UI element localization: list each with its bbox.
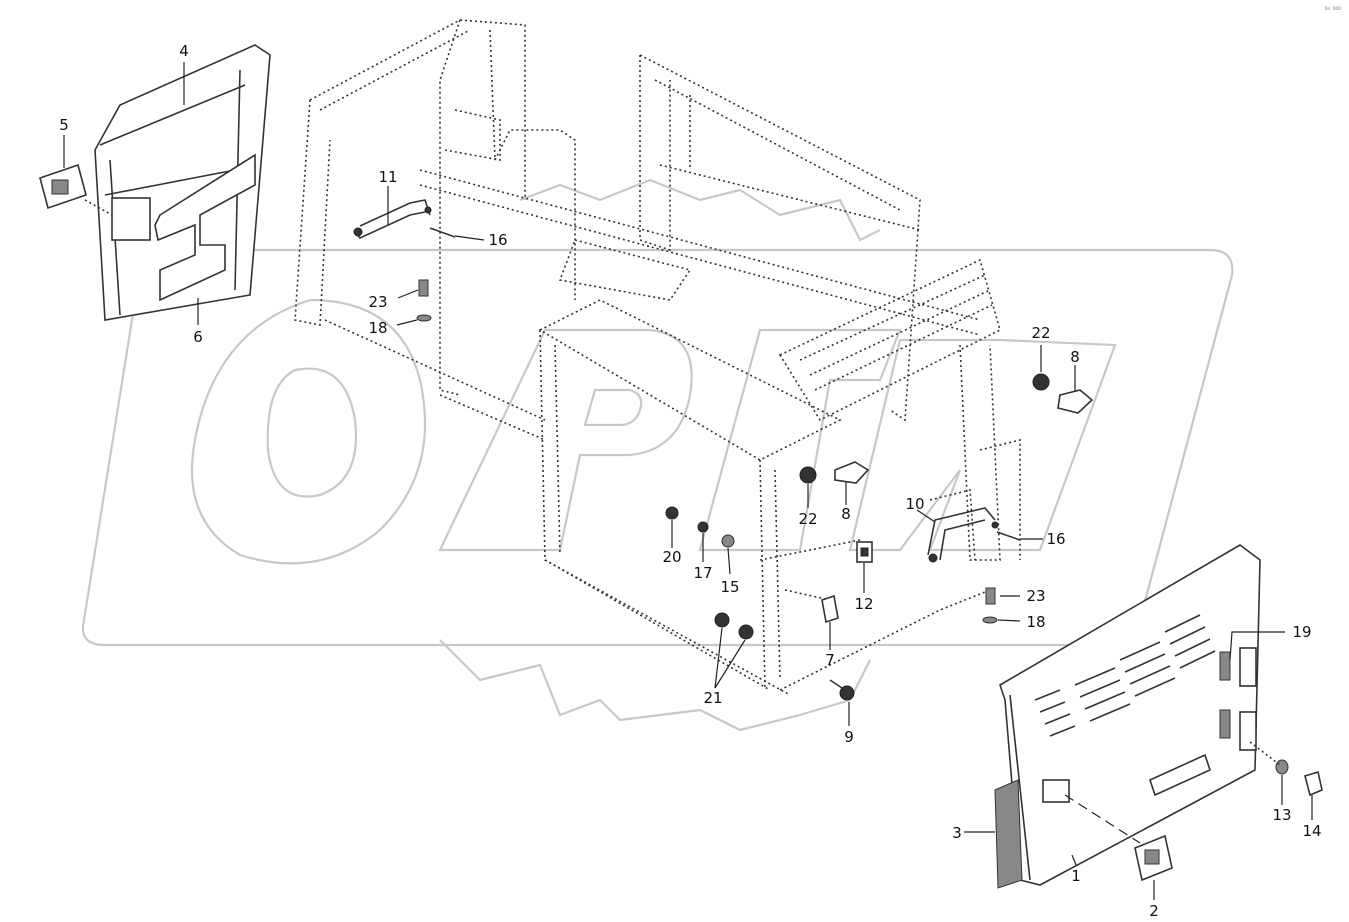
callout-18-right: 18: [1026, 613, 1045, 631]
callout-3: 3: [952, 824, 962, 842]
part-11-handle: [353, 199, 432, 239]
part-3-pad: [994, 779, 1023, 889]
door-assembly: [39, 44, 271, 321]
callout-16-right: 16: [1046, 530, 1065, 548]
callouts: 4 5 6 11 16 23 18 22 8 22 8 10 16 20 17 …: [59, 42, 1321, 920]
callout-19: 19: [1292, 623, 1311, 641]
callout-23-right: 23: [1026, 587, 1045, 605]
callout-16-left: 16: [488, 231, 507, 249]
small-hardware: [416, 227, 1094, 701]
part-6-seal: [154, 153, 256, 302]
callout-21: 21: [703, 689, 722, 707]
cab-frame: [294, 19, 1021, 696]
callout-1: 1: [1071, 867, 1081, 885]
callout-23-left: 23: [368, 293, 387, 311]
callout-13: 13: [1272, 806, 1291, 824]
part-2-lock: [1134, 834, 1173, 882]
callout-2: 2: [1149, 902, 1159, 920]
watermark-logo: [81, 178, 1234, 732]
callout-7: 7: [825, 651, 835, 669]
louvres: [1034, 614, 1216, 737]
callout-20: 20: [662, 548, 681, 566]
callout-14: 14: [1302, 822, 1321, 840]
callout-9: 9: [844, 728, 854, 746]
leader-lines: [63, 62, 1313, 900]
callout-22-center: 22: [798, 510, 817, 528]
callout-17: 17: [693, 564, 712, 582]
callout-10: 10: [905, 495, 924, 513]
part-10-handle: [927, 507, 999, 563]
callout-4: 4: [179, 42, 189, 60]
part-5-latch: [39, 163, 87, 210]
callout-8-right: 8: [1070, 348, 1080, 366]
callout-5: 5: [59, 116, 69, 134]
door-handle-recess: [111, 197, 151, 241]
side-panel-assembly: [994, 544, 1323, 889]
part-1-side-panel: [999, 544, 1261, 886]
callout-22-right: 22: [1031, 324, 1050, 342]
callout-6: 6: [193, 328, 203, 346]
callout-12: 12: [854, 595, 873, 613]
callout-15: 15: [720, 578, 739, 596]
callout-18-left: 18: [368, 319, 387, 337]
corner-mark: ₀ₙ ₀₀₀: [1324, 4, 1341, 12]
callout-8-center: 8: [841, 505, 851, 523]
callout-11: 11: [378, 168, 397, 186]
